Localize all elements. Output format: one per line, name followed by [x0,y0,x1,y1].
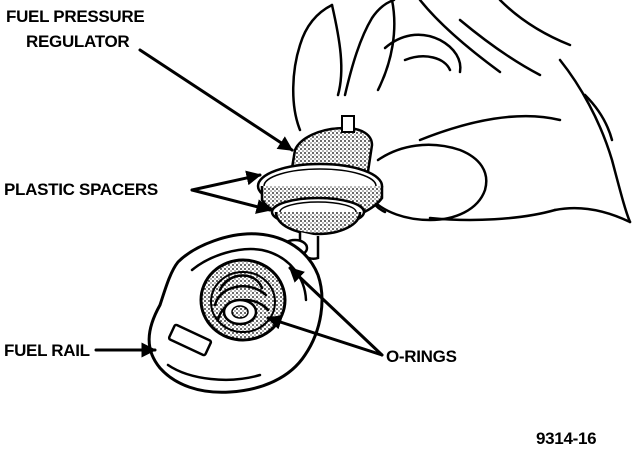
fuel-rail [147,232,324,394]
label-fuel-pressure-regulator-line1: FUEL PRESSURE [6,7,144,26]
o-ring-leader-line-lower [266,315,384,357]
label-fuel-pressure-regulator-line2: REGULATOR [26,32,129,51]
o-ring-leader-line-upper [288,266,384,357]
figure-number: 9314-16 [536,429,596,448]
label-o-rings: O-RINGS [386,347,457,366]
label-fuel-rail: FUEL RAIL [4,341,90,360]
label-plastic-spacers: PLASTIC SPACERS [4,180,158,199]
spacer-leader-line-upper [190,170,262,192]
leader-lines [94,48,384,358]
spacer-leader-line-lower [190,188,272,214]
regulator-leader-line [138,48,294,152]
